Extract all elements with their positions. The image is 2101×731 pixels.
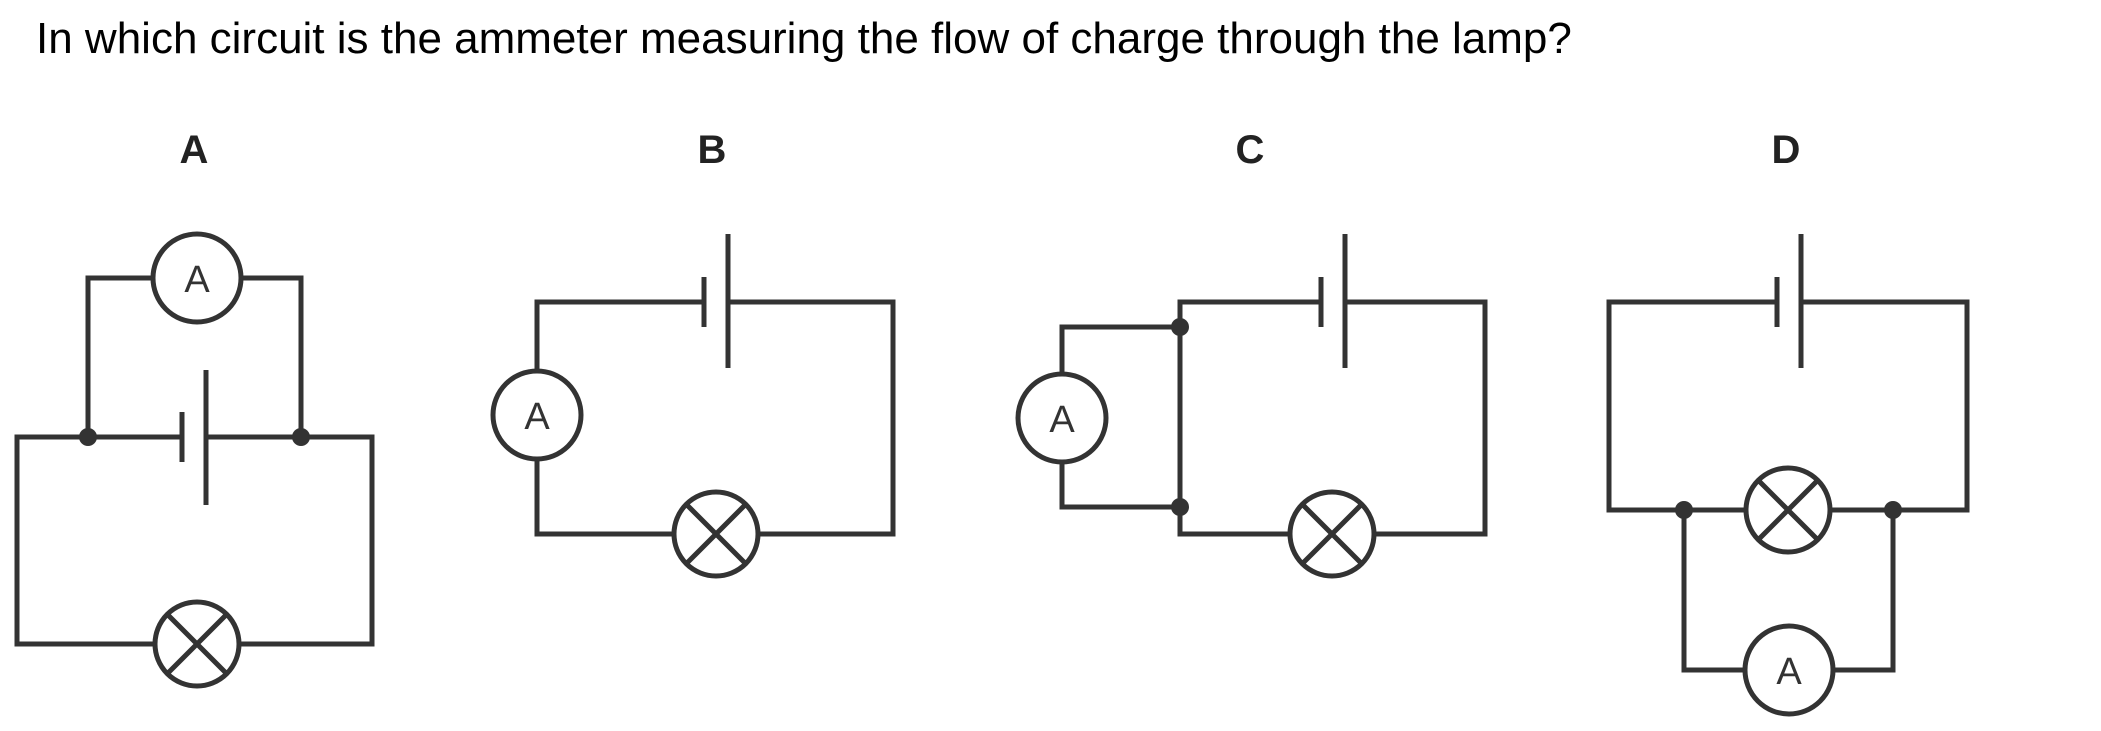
circuit-a: A A (14, 128, 375, 689)
circuit-c-lamp-cross-2 (1300, 502, 1364, 566)
circuit-c: C A (1015, 128, 1488, 579)
circuit-c-junction-bottom (1171, 498, 1189, 516)
circuit-c-ammeter-wire-bottom (1059, 460, 1183, 510)
circuit-b-label: B (698, 128, 727, 172)
circuit-b: B A (490, 128, 896, 579)
circuit-a-ammeter-wire-right (242, 275, 304, 440)
circuit-d-ammeter-symbol: A (1776, 651, 1802, 693)
circuit-b-ammeter-symbol: A (524, 396, 550, 438)
circuit-a-ammeter-symbol: A (184, 259, 210, 301)
circuit-c-ammeter-symbol: A (1049, 399, 1075, 441)
circuit-d-label: D (1772, 128, 1801, 172)
circuit-d-wire-top-left (1606, 299, 1780, 513)
circuit-c-wire-top-left (1177, 299, 1324, 510)
circuit-c-ammeter (1015, 371, 1109, 465)
circuit-c-wire-top-right (1342, 299, 1488, 537)
circuit-b-lamp-cross-2 (684, 502, 748, 566)
circuit-d-lamp-cross-2 (1756, 478, 1820, 542)
circuit-a-junction-right (292, 428, 310, 446)
circuit-a-lamp-cross-2 (165, 612, 229, 676)
circuit-c-wire-bottom-left (1177, 504, 1293, 537)
circuit-b-wire-bottom-left (534, 457, 676, 537)
circuit-d-junction-left (1675, 501, 1693, 519)
circuit-d-wire-top-right (1798, 299, 1970, 513)
circuit-a-ammeter (150, 231, 244, 325)
circuit-c-label: C (1236, 128, 1265, 172)
question-text: In which circuit is the ammeter measurin… (36, 14, 1572, 63)
circuit-b-wire-top-right (725, 299, 896, 537)
circuit-d: D A (1606, 128, 1970, 717)
circuit-c-ammeter-wire-top (1059, 324, 1183, 376)
circuit-a-loop-left (14, 434, 158, 647)
circuit-d-junction-right (1884, 501, 1902, 519)
circuit-c-junction-top (1171, 318, 1189, 336)
circuit-a-loop-right (236, 434, 375, 647)
circuit-a-label: A (180, 128, 209, 172)
circuit-a-junction-left (79, 428, 97, 446)
circuit-b-ammeter (490, 368, 584, 462)
circuit-a-ammeter-wire-left (85, 275, 158, 440)
circuit-d-ammeter-wire-right (1831, 507, 1896, 673)
circuit-d-ammeter-wire-left (1681, 507, 1747, 673)
circuit-b-wire-top-left (534, 299, 707, 373)
circuit-d-ammeter (1742, 623, 1836, 717)
